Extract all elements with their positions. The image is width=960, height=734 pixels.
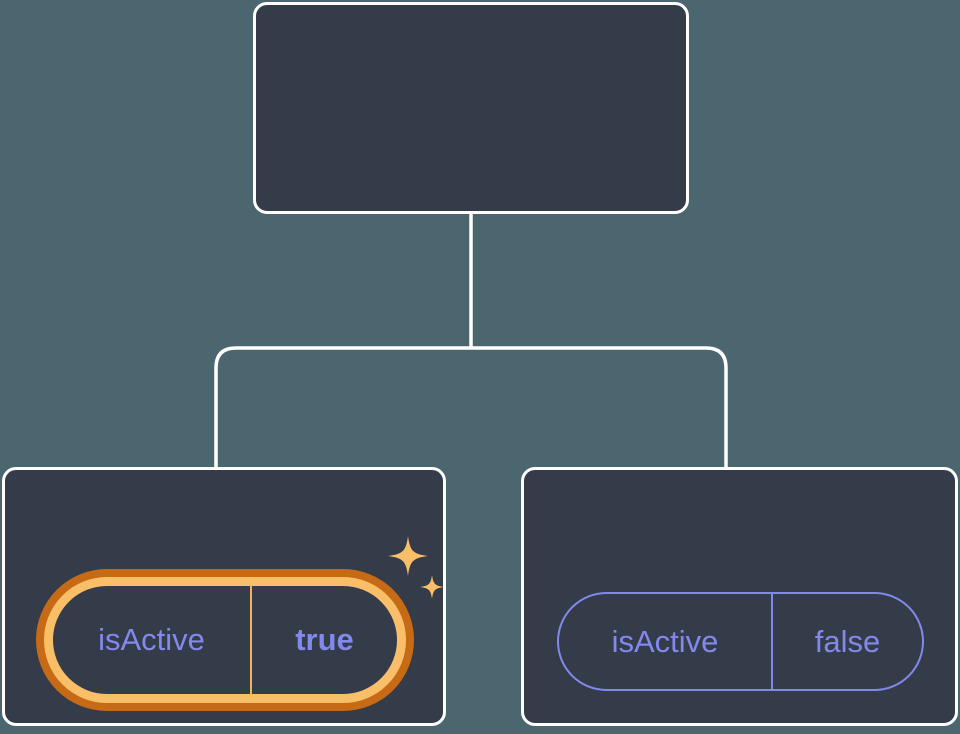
prop-key-label: isActive — [559, 594, 773, 689]
connector-branch-bus — [214, 346, 728, 468]
prop-pill-inner-ring: isActive true — [44, 577, 406, 703]
prop-key-label: isActive — [53, 586, 252, 694]
node-accordion[interactable] — [253, 2, 689, 214]
prop-value-label: true — [295, 622, 354, 657]
prop-pill-inactive[interactable]: isActive false — [557, 592, 924, 691]
prop-pill-active[interactable]: isActive true — [36, 569, 414, 711]
prop-value-label: false — [814, 623, 881, 659]
